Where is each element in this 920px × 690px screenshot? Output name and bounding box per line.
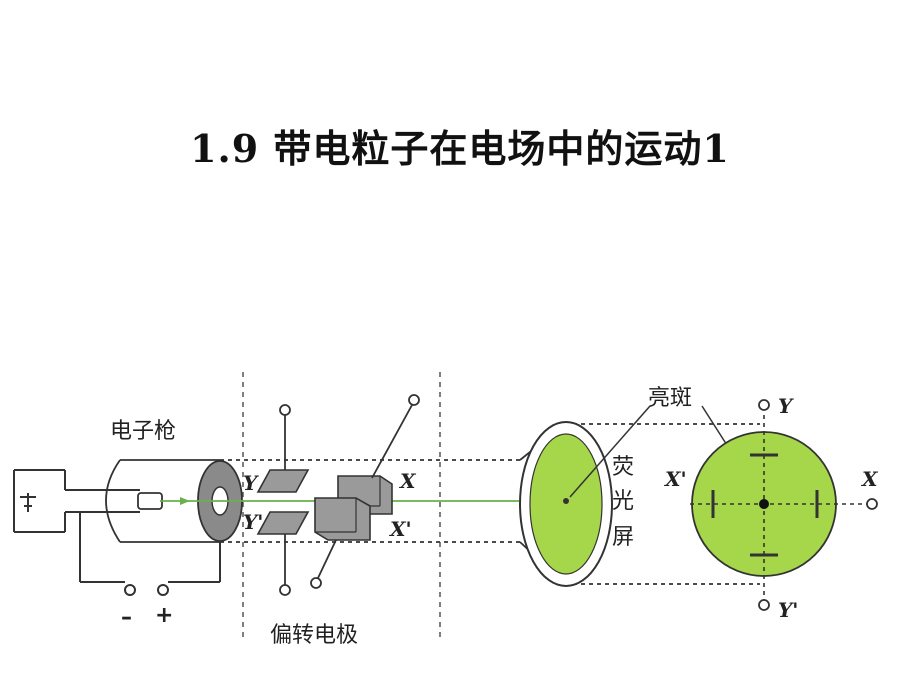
screen-y-prime-label: Y': [778, 598, 798, 622]
y-prime-plate-label: Y': [243, 510, 263, 534]
filament-circuit: [13, 469, 140, 533]
screen-y-label: Y: [778, 394, 794, 418]
screen-label-char-3: 屏: [612, 525, 634, 550]
fluorescent-screen: [519, 421, 613, 587]
electron-gun-label: 电子枪: [110, 419, 176, 444]
accelerating-circuit: [79, 512, 221, 596]
x-plate-label: X: [398, 469, 417, 493]
beam-arrow: [180, 497, 190, 505]
screen-x-label: X: [860, 467, 879, 491]
bright-spot-label: 亮斑: [648, 386, 692, 411]
front-view-bright-spot: [759, 499, 769, 509]
x-prime-plate: [314, 497, 371, 541]
screen-x-prime-label: X': [663, 467, 687, 491]
deflection-electrodes-label: 偏转电极: [270, 623, 358, 648]
plus-terminal-label: +: [155, 603, 173, 628]
slide-title: 1.9 带电粒子在电场中的运动1: [190, 126, 730, 171]
y-plate-wires: [279, 404, 291, 596]
y-plate: [256, 469, 310, 493]
cathode: [137, 492, 163, 510]
front-view-terminals: [758, 399, 878, 611]
y-plate-label: Y: [243, 471, 259, 495]
x-prime-plate-label: X': [388, 517, 412, 541]
screen-label-char-1: 荧: [612, 455, 634, 480]
minus-terminal-label: –: [121, 605, 132, 630]
screen-spot: [563, 498, 569, 504]
y-prime-plate: [256, 511, 310, 535]
screen-front-view: [690, 415, 868, 602]
bright-spot-pointer: [569, 405, 651, 498]
electron-gun-tube: [105, 459, 520, 543]
x-plate-wires: [310, 394, 420, 589]
screen-label-char-2: 光: [612, 489, 634, 514]
